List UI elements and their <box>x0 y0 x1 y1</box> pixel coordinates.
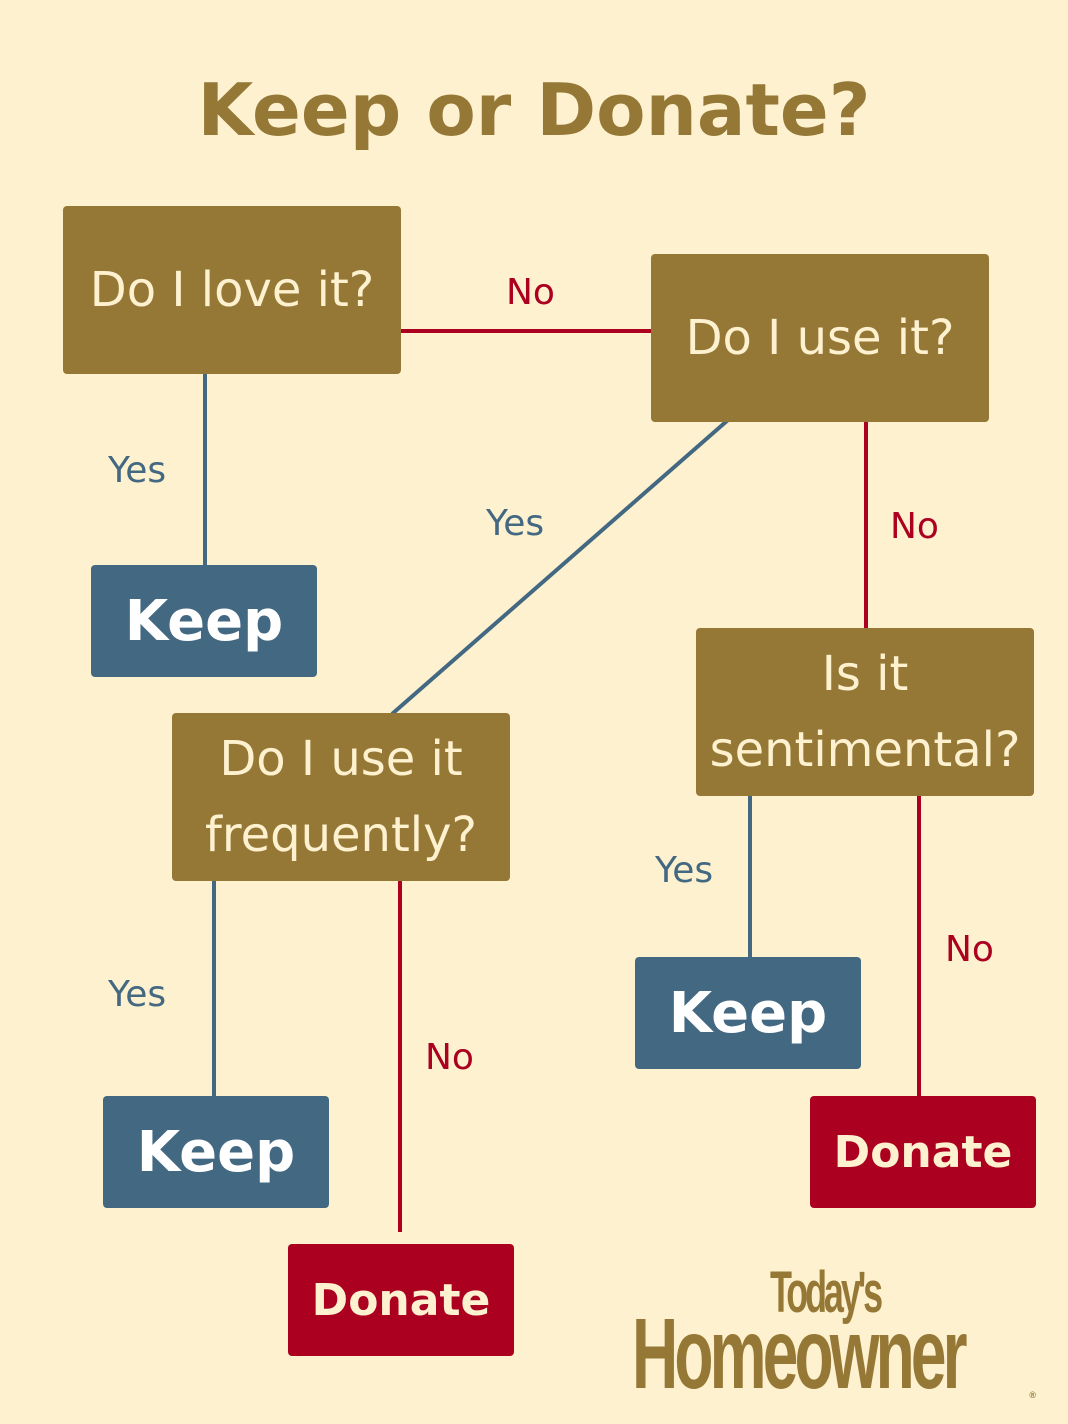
question-sentimental-line2: sentimental? <box>709 722 1021 778</box>
edge-label-yes-love: Yes <box>108 450 167 491</box>
keep-box-sentimental: Keep <box>635 957 861 1069</box>
question-use: Do I use it? <box>651 254 989 422</box>
logo-line2: Homeowner <box>632 1298 968 1410</box>
edge-label-yes-frequent: Yes <box>108 974 167 1015</box>
edge-label-no-frequent: No <box>425 1037 474 1078</box>
question-use-text: Do I use it? <box>685 310 955 366</box>
edge-label-yes-sentimental: Yes <box>655 850 714 891</box>
donate-box-frequent: Donate <box>288 1244 514 1356</box>
question-frequent-line2: frequently? <box>205 807 477 863</box>
registered-mark: ® <box>1029 1390 1036 1400</box>
brand-logo: Today's Homeowner ® <box>632 1260 1042 1405</box>
question-love: Do I love it? <box>63 206 401 374</box>
edge-label-no-sentimental: No <box>945 929 994 970</box>
keep-label: Keep <box>124 588 284 654</box>
edge-use-yes <box>390 418 730 716</box>
donate-box-sentimental: Donate <box>810 1096 1036 1208</box>
keep-label: Keep <box>136 1119 296 1185</box>
question-frequent-line1: Do I use it <box>219 731 463 787</box>
donate-label: Donate <box>311 1274 491 1326</box>
keep-box-frequent: Keep <box>103 1096 329 1208</box>
question-frequent: Do I use it frequently? <box>172 713 510 881</box>
edge-label-no-use: No <box>890 506 939 547</box>
keep-label: Keep <box>668 980 828 1046</box>
question-love-text: Do I love it? <box>89 262 375 318</box>
keep-box-love: Keep <box>91 565 317 677</box>
logo-line1: Today's <box>770 1260 883 1325</box>
edge-label-yes-use: Yes <box>486 503 545 544</box>
question-sentimental-line1: Is it <box>821 646 909 702</box>
donate-label: Donate <box>833 1126 1013 1178</box>
question-sentimental: Is it sentimental? <box>696 628 1034 796</box>
page-title: Keep or Donate? <box>197 68 871 152</box>
edge-label-no-love: No <box>506 272 555 313</box>
